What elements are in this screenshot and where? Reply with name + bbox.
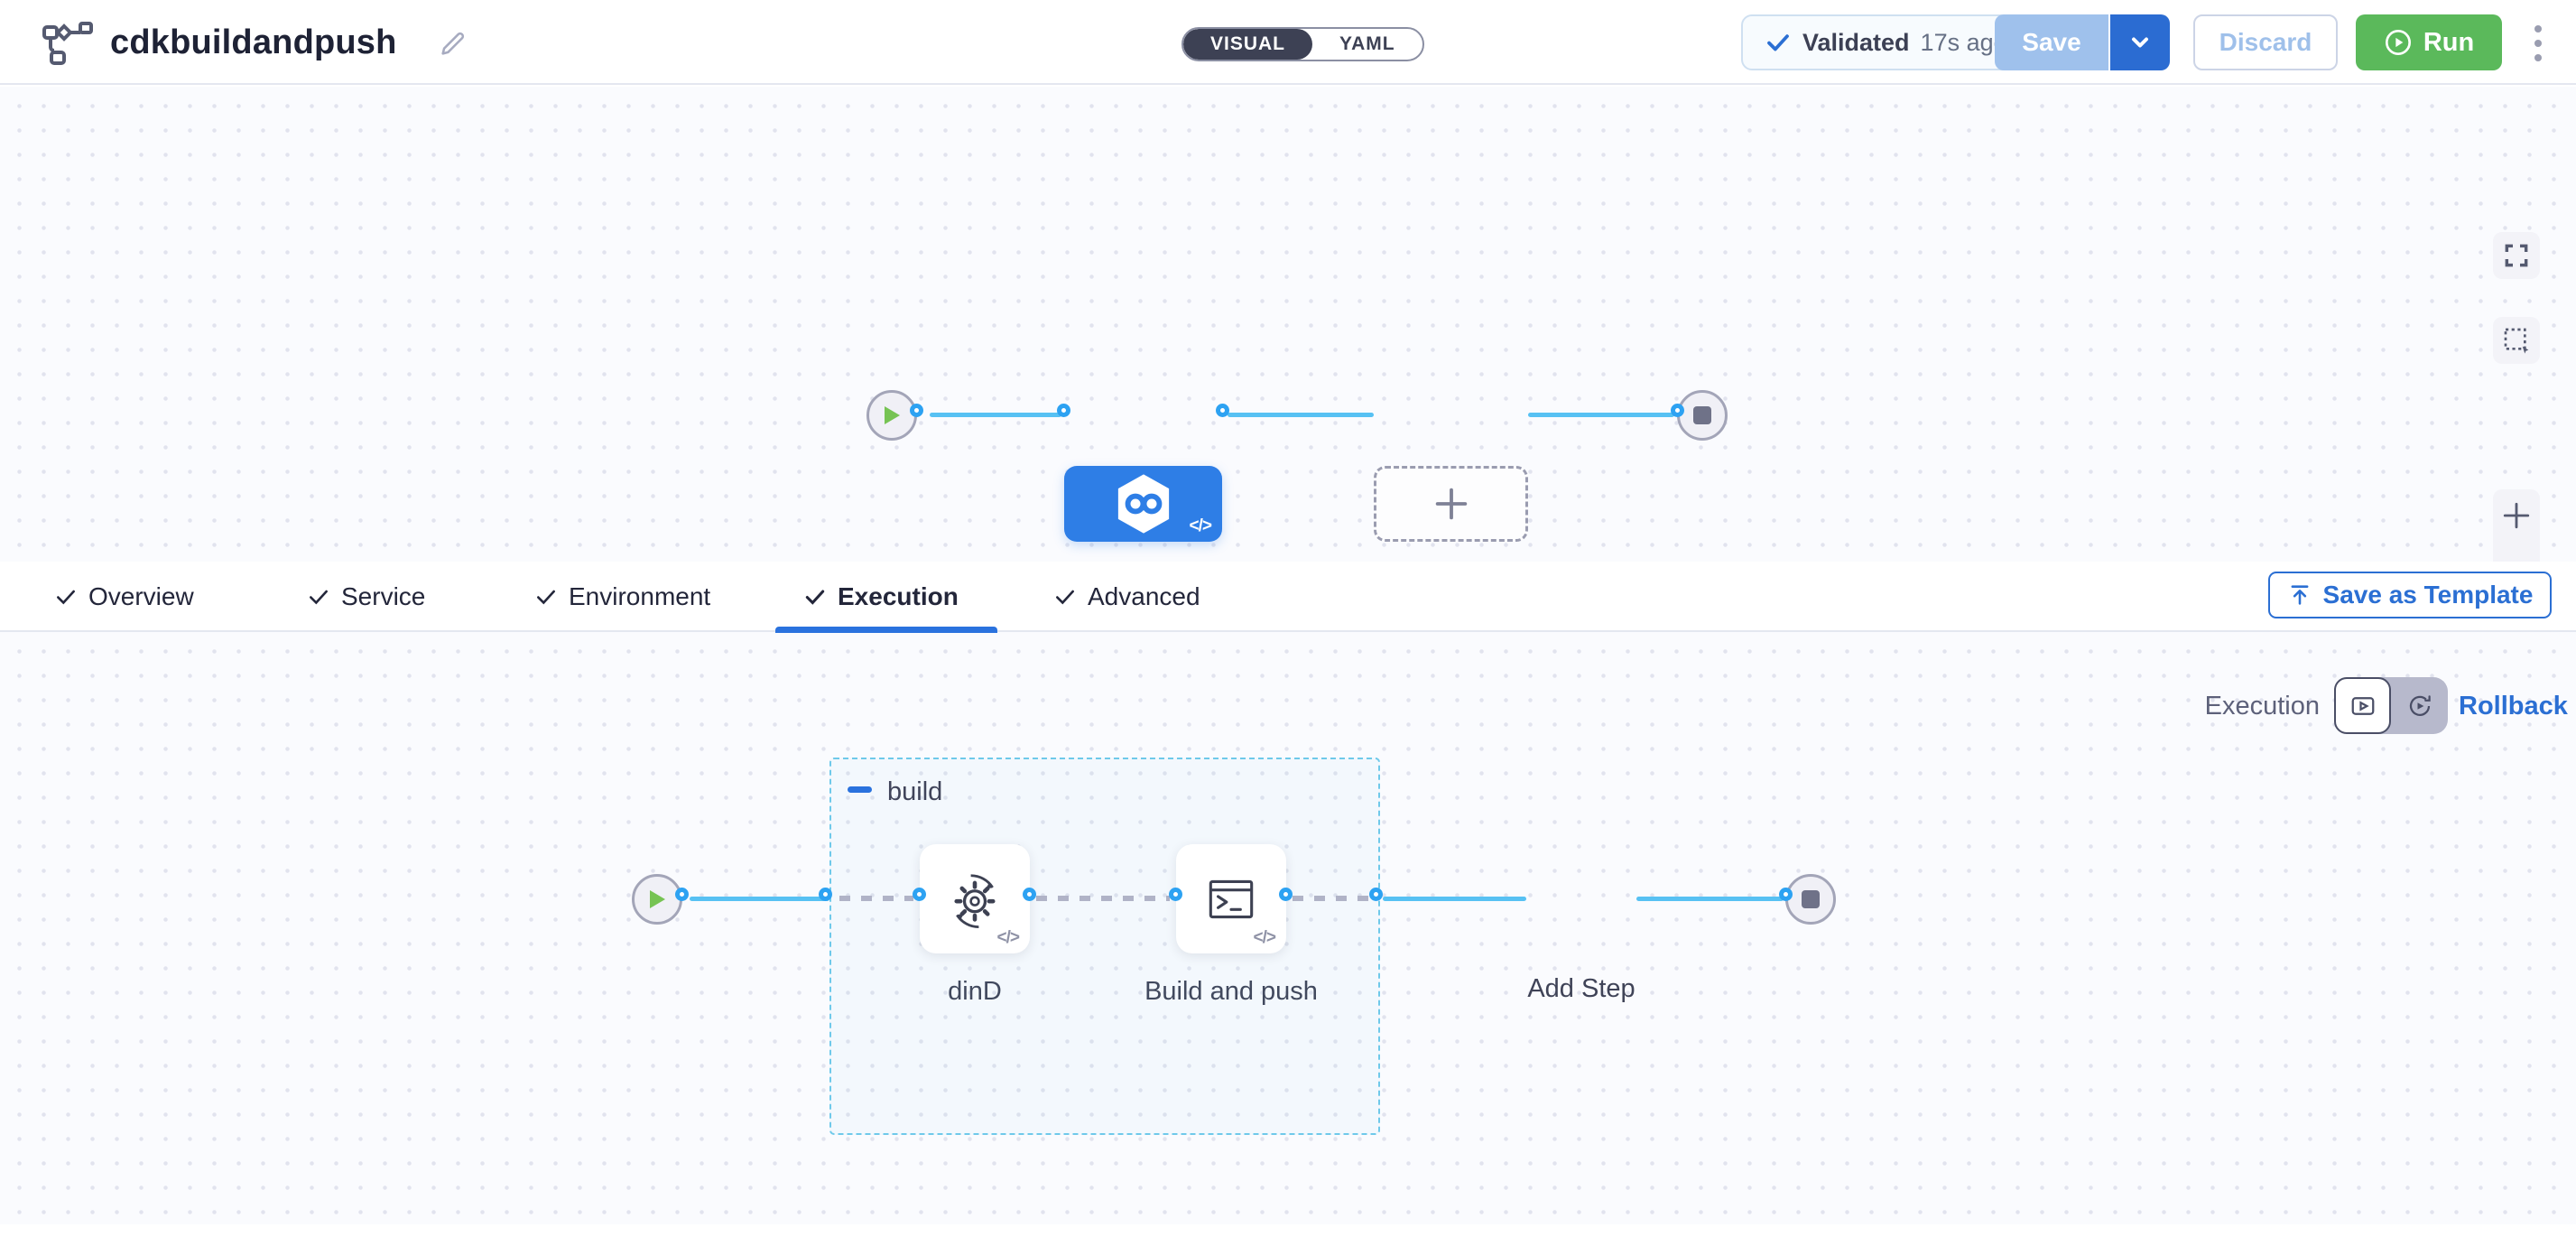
add-step-label: Add Step	[1527, 974, 1635, 1003]
step-label: Build and push	[1144, 977, 1318, 1006]
flow-line	[930, 413, 1061, 417]
check-icon	[1765, 29, 1792, 56]
start-play-icon	[885, 406, 900, 424]
flow-line	[1228, 413, 1374, 417]
stage-hexagon-infinity-icon	[1117, 474, 1169, 534]
connector-dot[interactable]	[1779, 888, 1793, 901]
execution-view-button[interactable]	[2334, 677, 2391, 734]
execution-end-node	[1785, 874, 1836, 925]
execution-canvas[interactable]: Execution Rollback build	[0, 632, 2576, 1224]
docker-in-docker-gear-icon	[954, 873, 996, 928]
toggle-visual[interactable]: VISUAL	[1183, 29, 1313, 60]
terminal-icon	[1209, 879, 1254, 918]
check-icon	[805, 590, 825, 605]
validation-time: 17s ago	[1920, 28, 2007, 56]
save-as-template-button[interactable]: Save as Template	[2268, 572, 2552, 618]
pipeline-icon	[40, 18, 97, 69]
header-bar: cdkbuildandpush VISUAL YAML Validated 17…	[0, 0, 2576, 85]
tab-overview[interactable]: Overview	[54, 562, 194, 632]
connector-dot[interactable]	[675, 888, 689, 901]
visual-yaml-toggle: VISUAL YAML	[1181, 27, 1424, 61]
check-icon	[1056, 590, 1074, 605]
save-options-chevron-icon[interactable]	[2110, 14, 2170, 70]
pipeline-start-node	[866, 390, 917, 441]
stage-config-tabs: Overview Service Environment Execution A…	[0, 562, 2576, 633]
execution-steps-icon	[2351, 696, 2374, 715]
active-tab-underline	[775, 627, 997, 633]
step-node-build-and-push[interactable]: </>	[1176, 844, 1286, 953]
edit-pencil-icon[interactable]	[435, 25, 471, 61]
add-stage-button[interactable]	[1374, 466, 1528, 542]
validation-status: Validated	[1802, 28, 1910, 56]
run-label: Run	[2423, 27, 2475, 57]
connector-dot[interactable]	[1169, 888, 1182, 901]
run-button[interactable]: Run	[2356, 14, 2502, 70]
check-icon	[310, 590, 328, 605]
dashed-connector	[1036, 896, 1170, 901]
group-label[interactable]: build	[887, 777, 943, 806]
rollback-cycle-icon	[2409, 694, 2431, 716]
stage-canvas[interactable]: </> ckd Add Stage	[0, 87, 2576, 594]
canvas-select-button[interactable]	[2493, 317, 2540, 364]
end-stop-icon	[1802, 890, 1820, 908]
connector-dot[interactable]	[1057, 404, 1070, 417]
connector-dot[interactable]	[1216, 404, 1229, 417]
rollback-view-button[interactable]	[2391, 677, 2448, 734]
toggle-yaml[interactable]: YAML	[1339, 33, 1395, 54]
pipeline-end-node	[1677, 390, 1728, 441]
tab-execution[interactable]: Execution	[803, 562, 959, 632]
dashed-connector	[839, 896, 913, 901]
check-icon	[537, 590, 555, 605]
flow-line	[1528, 413, 1674, 417]
zoom-in-icon[interactable]	[2501, 500, 2532, 531]
connector-dot[interactable]	[819, 888, 832, 901]
validation-status-badge[interactable]: Validated 17s ago	[1741, 14, 2031, 70]
stage-code-badge[interactable]: </>	[1189, 516, 1213, 535]
group-collapse-minus-icon[interactable]	[848, 786, 872, 793]
more-options-kebab-icon[interactable]	[2513, 18, 2563, 69]
connector-dot[interactable]	[1369, 888, 1383, 901]
tab-environment[interactable]: Environment	[534, 562, 710, 632]
discard-button[interactable]: Discard	[2193, 14, 2338, 70]
connector-dot[interactable]	[1671, 404, 1684, 417]
flow-line	[1383, 897, 1526, 901]
save-split-button: Save	[1995, 14, 2170, 70]
end-stop-icon	[1693, 406, 1711, 424]
check-icon	[57, 590, 75, 605]
step-node-dind[interactable]: </>	[920, 844, 1030, 953]
execution-start-node	[632, 874, 682, 925]
step-code-badge[interactable]: </>	[1253, 928, 1277, 947]
rollback-link[interactable]: Rollback	[2459, 692, 2568, 721]
canvas-fullscreen-button[interactable]	[2493, 232, 2540, 279]
tab-advanced[interactable]: Advanced	[1053, 562, 1200, 632]
connector-dot[interactable]	[1279, 888, 1293, 901]
dashed-connector	[1293, 896, 1376, 901]
execution-view-label: Execution	[2204, 692, 2320, 721]
fullscreen-icon	[2505, 244, 2528, 267]
connector-dot[interactable]	[1023, 888, 1036, 901]
pipeline-title: cdkbuildandpush	[110, 23, 397, 61]
run-play-icon	[2384, 28, 2413, 57]
execution-rollback-toggle	[2334, 677, 2448, 734]
step-label: dinD	[948, 977, 1002, 1006]
upload-template-icon	[2291, 585, 2308, 605]
flow-line	[690, 897, 829, 901]
start-play-icon	[650, 890, 665, 908]
flow-line	[1636, 897, 1784, 901]
step-code-badge[interactable]: </>	[996, 928, 1021, 947]
connector-dot[interactable]	[910, 404, 923, 417]
connector-dot[interactable]	[913, 888, 926, 901]
marquee-select-icon	[2504, 328, 2529, 354]
tab-service[interactable]: Service	[307, 562, 425, 632]
stage-node-ckd[interactable]: </>	[1064, 466, 1222, 542]
plus-icon	[1435, 488, 1467, 520]
bottom-edge	[0, 1224, 2576, 1246]
step-group-build[interactable]	[829, 758, 1380, 1135]
save-button[interactable]: Save	[1995, 14, 2110, 70]
